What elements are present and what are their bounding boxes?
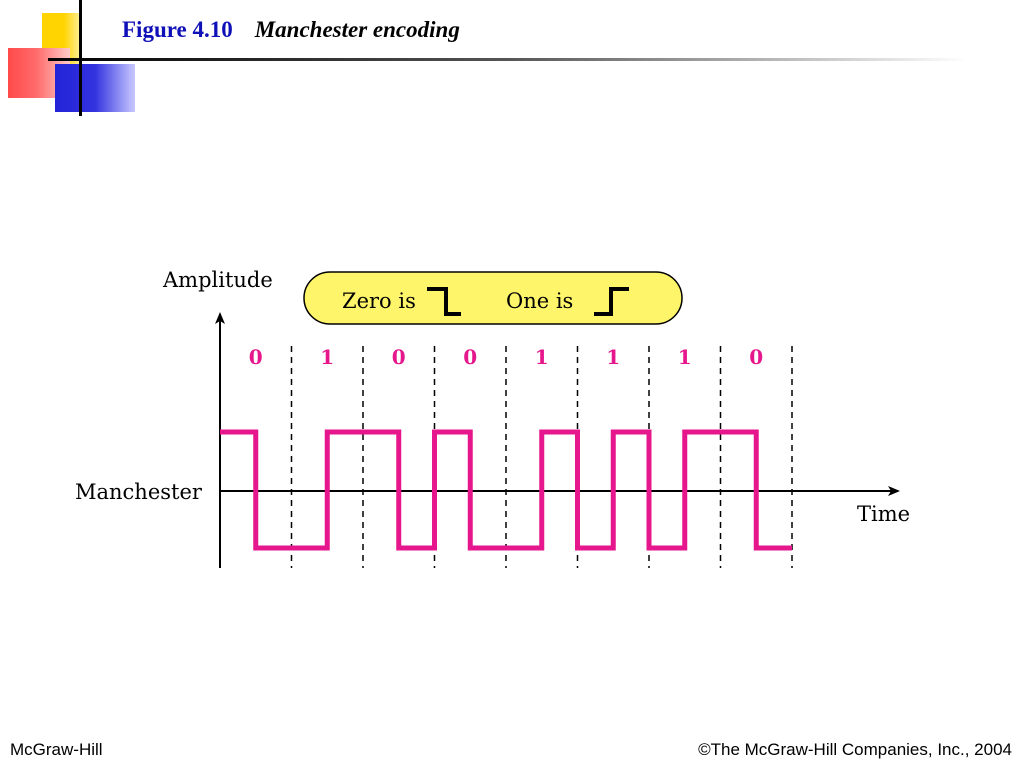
figure-title: Manchester encoding (254, 17, 460, 42)
zero-transition-icon (427, 287, 461, 316)
bit-label: 1 (320, 345, 334, 369)
bit-label: 0 (463, 345, 477, 369)
bit-label: 1 (535, 345, 549, 369)
bit-label: 1 (678, 345, 692, 369)
title-underline (48, 58, 968, 61)
blue-decoration (55, 64, 135, 112)
bit-label: 1 (606, 345, 620, 369)
footer-copyright: ©The McGraw-Hill Companies, Inc., 2004 (698, 740, 1012, 759)
decorative-vertical-line (79, 0, 82, 116)
bit-label: 0 (249, 345, 263, 369)
footer-publisher: McGraw-Hill (10, 740, 103, 759)
slide-title: Figure 4.10 Manchester encoding (122, 17, 460, 43)
bit-label: 0 (392, 345, 406, 369)
manchester-signal (220, 429, 792, 551)
legend-one-label: One is (506, 289, 573, 313)
bit-label: 0 (749, 345, 763, 369)
bit-labels: 0 1 0 0 1 1 1 0 (249, 345, 763, 369)
y-axis-label: Amplitude (162, 268, 273, 292)
row-label: Manchester (75, 480, 203, 504)
legend-box (303, 271, 683, 325)
figure-number: Figure 4.10 (122, 17, 233, 42)
legend-zero-label: Zero is (342, 289, 416, 313)
x-axis-label: Time (857, 502, 910, 526)
one-transition-icon (594, 287, 629, 316)
